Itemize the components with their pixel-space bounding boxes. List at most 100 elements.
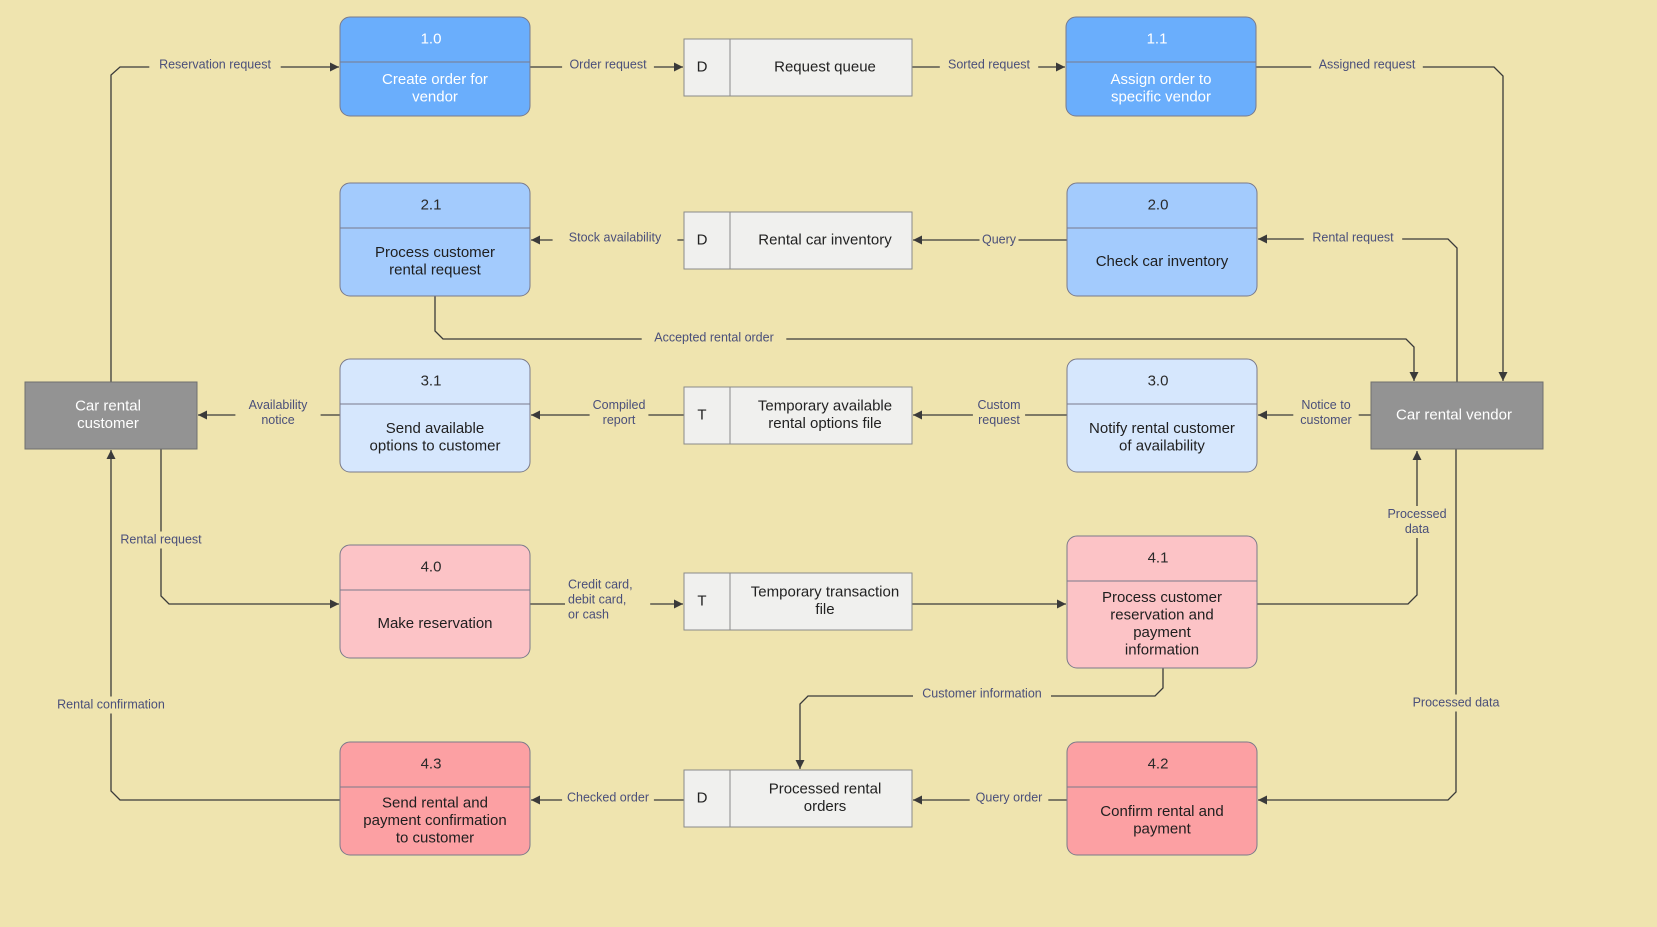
data-flow-f17: Customer information (795, 668, 1164, 769)
flow-arrow (106, 450, 340, 801)
data-flow-f13: Rental request (111, 449, 339, 609)
process-label: payment (1133, 624, 1191, 641)
data-flow-f4: Assigned request (1256, 56, 1508, 381)
data-flow-f5: Stock availability (531, 229, 684, 247)
flow-arrow (434, 296, 1419, 381)
process-label: specific vendor (1111, 89, 1211, 106)
flow-label: notice (261, 413, 294, 427)
process-label: Send available (386, 420, 484, 437)
process-box (1066, 182, 1258, 297)
store-type: D (697, 231, 708, 248)
process-number: 2.1 (421, 196, 442, 213)
data-flow-f6: Query (913, 231, 1067, 249)
store-label: Processed rental (769, 781, 882, 798)
store-label: Temporary available (758, 398, 892, 415)
flow-label-bg (235, 397, 321, 429)
process-number: 4.0 (421, 558, 442, 575)
process-label: payment confirmation (363, 812, 506, 829)
process-box (1066, 358, 1258, 473)
process-label: of availability (1119, 438, 1205, 455)
flow-label: Processed data (1413, 695, 1500, 709)
entity-vendor[interactable]: Car rental vendor (1370, 381, 1544, 450)
data-flow-f20: Checked order (531, 789, 684, 807)
store-type: D (697, 58, 708, 75)
flow-label: Rental request (120, 532, 202, 546)
flow-label-bg (45, 696, 177, 714)
data-flow-f8: Accepted rental order (434, 296, 1419, 381)
flow-label: debit card, (568, 592, 626, 606)
process-label: Make reservation (377, 615, 492, 632)
flow-label-bg (641, 329, 787, 347)
data-flow-f21: Rental confirmation (45, 450, 340, 801)
process-number: 4.1 (1148, 549, 1169, 566)
store-type: D (697, 789, 708, 806)
flow-label-bg (149, 56, 281, 74)
entity-box (1370, 381, 1544, 450)
flow-label: Rental confirmation (57, 697, 165, 711)
process-box (1066, 741, 1258, 856)
process-number: 2.0 (1148, 196, 1169, 213)
flow-label: request (978, 413, 1020, 427)
flow-label-bg (562, 789, 654, 807)
flow-label-bg (979, 231, 1019, 249)
process-label: Confirm rental and (1100, 803, 1223, 820)
flow-label-bg (111, 531, 211, 549)
flow-label: Order request (569, 57, 647, 71)
flow-label-bg (913, 685, 1051, 703)
entity-box (24, 381, 198, 450)
process-label: Check car inventory (1096, 253, 1229, 270)
store-label: file (815, 601, 834, 618)
store-label: Rental car inventory (758, 231, 892, 248)
flow-label-bg (1406, 694, 1506, 712)
process-box (339, 741, 531, 856)
process-label: Send rental and (382, 794, 488, 811)
flow-label: Query (982, 232, 1017, 246)
process-label: rental request (389, 262, 482, 279)
process-label: Process customer (1102, 589, 1222, 606)
flow-label: Reservation request (159, 57, 271, 71)
data-store-s2[interactable]: D Rental car inventory (683, 211, 913, 270)
flow-label: Compiled (593, 398, 646, 412)
data-flow-f14: Credit card,debit card,or cash (530, 576, 683, 624)
process-number: 3.1 (421, 372, 442, 389)
process-box (339, 182, 531, 297)
process-label: Assign order to (1111, 71, 1212, 88)
process-label: reservation and (1110, 607, 1213, 624)
data-flow-f19: Query order (913, 789, 1067, 807)
flow-label-bg (969, 789, 1049, 807)
flow-label-bg (1384, 506, 1450, 538)
flow-label: Customer information (922, 686, 1042, 700)
process-label: payment (1133, 821, 1191, 838)
flow-label: Accepted rental order (654, 330, 774, 344)
process-number: 1.1 (1147, 30, 1168, 47)
store-type: T (697, 592, 706, 609)
flow-label: data (1405, 522, 1429, 536)
process-label: Process customer (375, 244, 495, 261)
process-label: information (1125, 642, 1199, 659)
flow-arrow (1258, 449, 1457, 805)
store-box (683, 38, 913, 97)
store-label: orders (804, 798, 847, 815)
